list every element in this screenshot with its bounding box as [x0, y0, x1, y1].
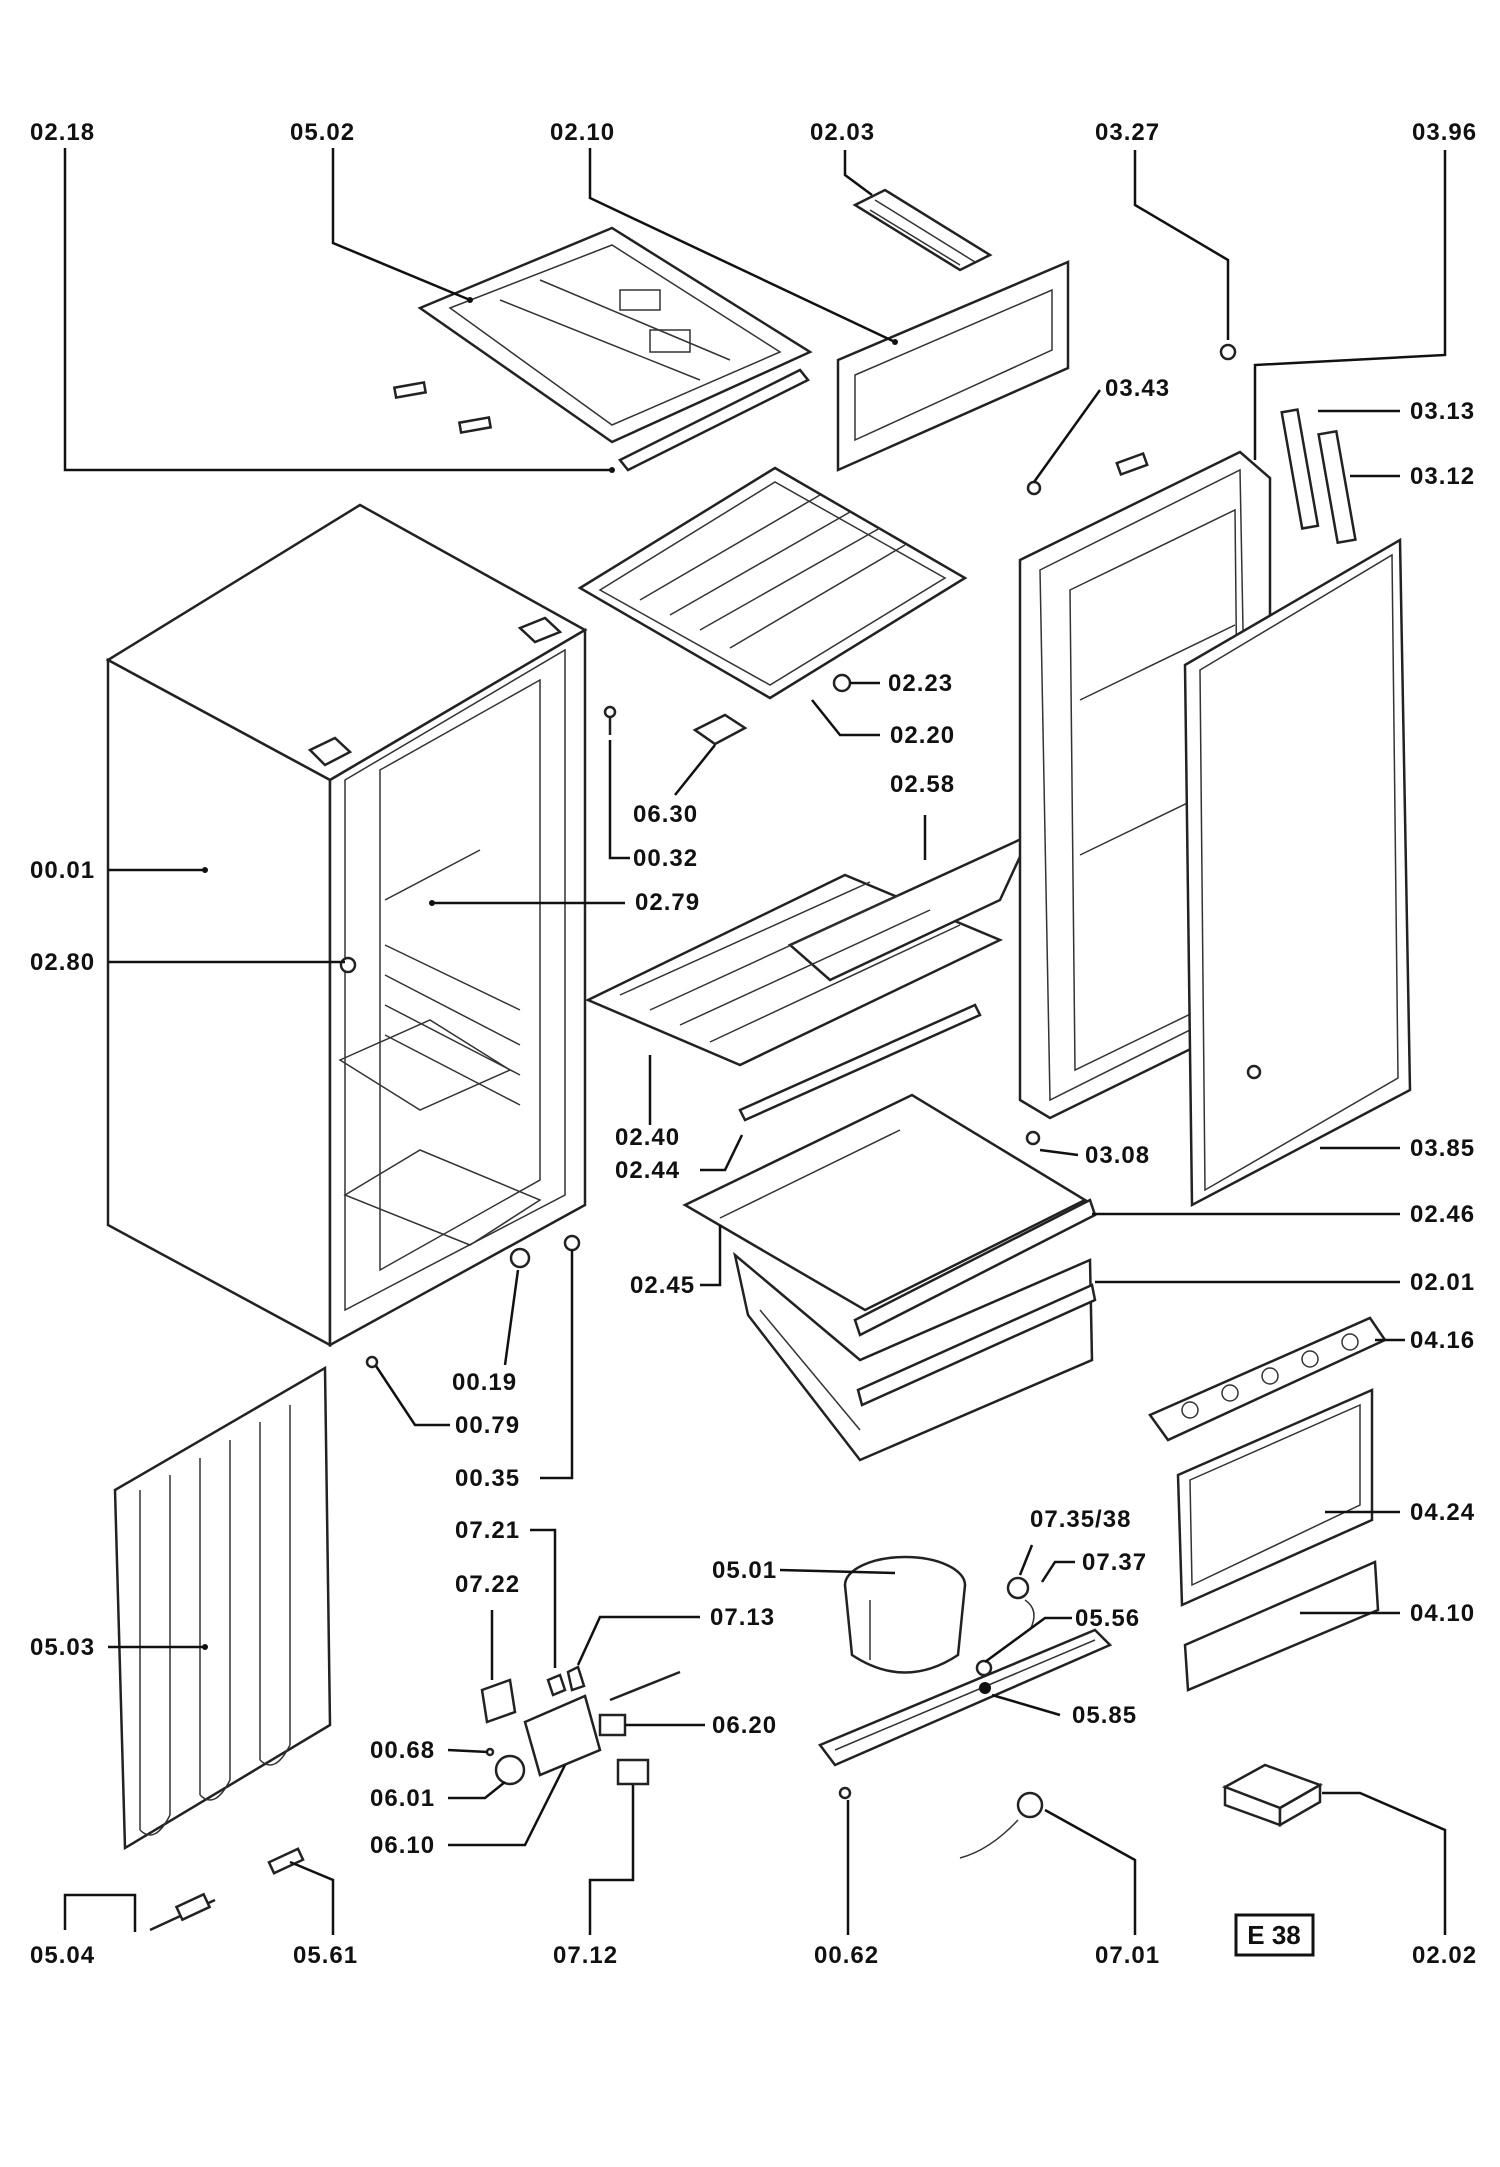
label-03-43: 03.43 [1105, 375, 1170, 402]
label-00-01: 00.01 [30, 857, 95, 884]
door-shelves-part [1148, 1316, 1387, 1692]
label-02-02: 02.02 [1412, 1942, 1477, 1969]
compressor-part [818, 1555, 1113, 1800]
crisper-part [682, 1093, 1097, 1462]
label-00-62: 00.62 [814, 1942, 879, 1969]
label-07-13: 07.13 [710, 1604, 775, 1631]
label-02-79: 02.79 [635, 889, 700, 916]
diagram-id-badge: E 38 [1234, 1913, 1315, 1957]
label-02-58: 02.58 [890, 771, 955, 798]
wire-shelves-part [584, 832, 1033, 1122]
condenser-part [113, 1365, 332, 1851]
label-05-03: 05.03 [30, 1634, 95, 1661]
label-07-35-38: 07.35/38 [1030, 1506, 1131, 1533]
label-02-23: 02.23 [888, 670, 953, 697]
label-00-68: 00.68 [370, 1737, 435, 1764]
label-06-01: 06.01 [370, 1785, 435, 1812]
ice-tray-part [852, 188, 993, 272]
label-07-12: 07.12 [553, 1942, 618, 1969]
label-00-79: 00.79 [455, 1412, 520, 1439]
label-05-85: 05.85 [1072, 1702, 1137, 1729]
leader-lines [63, 148, 1447, 1935]
label-05-56: 05.56 [1075, 1605, 1140, 1632]
part-labels: 02.18 05.02 02.10 02.03 03.27 03.96 03.4… [30, 119, 1477, 1969]
label-02-80: 02.80 [30, 949, 95, 976]
diagram-id-text: E 38 [1247, 1920, 1301, 1950]
cabinet-body-part [105, 503, 588, 1348]
lamp-cover-part [692, 713, 748, 746]
label-02-10: 02.10 [550, 119, 615, 146]
label-07-21: 07.21 [455, 1517, 520, 1544]
label-03-13: 03.13 [1410, 398, 1475, 425]
label-03-27: 03.27 [1095, 119, 1160, 146]
label-04-10: 04.10 [1410, 1600, 1475, 1627]
label-06-10: 06.10 [370, 1832, 435, 1859]
top-shelf-part [577, 466, 968, 700]
hinges-part [1025, 343, 1357, 1146]
component-box-part [1222, 1763, 1323, 1828]
drier-part [149, 1847, 305, 1932]
label-07-22: 07.22 [455, 1571, 520, 1598]
label-00-32: 00.32 [633, 845, 698, 872]
label-04-16: 04.16 [1410, 1327, 1475, 1354]
label-03-08: 03.08 [1085, 1142, 1150, 1169]
label-05-04: 05.04 [30, 1942, 95, 1969]
foot-part [509, 1247, 531, 1269]
label-05-02: 05.02 [290, 119, 355, 146]
freezer-flap-part [836, 260, 1070, 472]
label-00-19: 00.19 [452, 1369, 517, 1396]
label-04-24: 04.24 [1410, 1499, 1475, 1526]
label-06-30: 06.30 [633, 801, 698, 828]
label-02-46: 02.46 [1410, 1201, 1475, 1228]
label-05-61: 05.61 [293, 1942, 358, 1969]
label-02-44: 02.44 [615, 1157, 680, 1184]
label-03-85: 03.85 [1410, 1135, 1475, 1162]
evaporator-panel-part [392, 226, 813, 472]
label-02-18: 02.18 [30, 119, 95, 146]
screw-part-3 [365, 1355, 379, 1369]
screw-part-2 [563, 1234, 581, 1252]
label-02-20: 02.20 [890, 722, 955, 749]
label-03-96: 03.96 [1412, 119, 1477, 146]
label-06-20: 06.20 [712, 1712, 777, 1739]
label-02-03: 02.03 [810, 119, 875, 146]
power-cable-part [959, 1791, 1044, 1859]
label-02-45: 02.45 [630, 1272, 695, 1299]
label-02-40: 02.40 [615, 1124, 680, 1151]
screw-part [603, 705, 617, 735]
door-gasket-part [1183, 537, 1412, 1208]
label-00-35: 00.35 [455, 1465, 520, 1492]
label-07-37: 07.37 [1082, 1549, 1147, 1576]
label-07-01: 07.01 [1095, 1942, 1160, 1969]
clip-part [832, 673, 852, 693]
label-02-01: 02.01 [1410, 1269, 1475, 1296]
label-03-12: 03.12 [1410, 463, 1475, 490]
label-05-01: 05.01 [712, 1557, 777, 1584]
